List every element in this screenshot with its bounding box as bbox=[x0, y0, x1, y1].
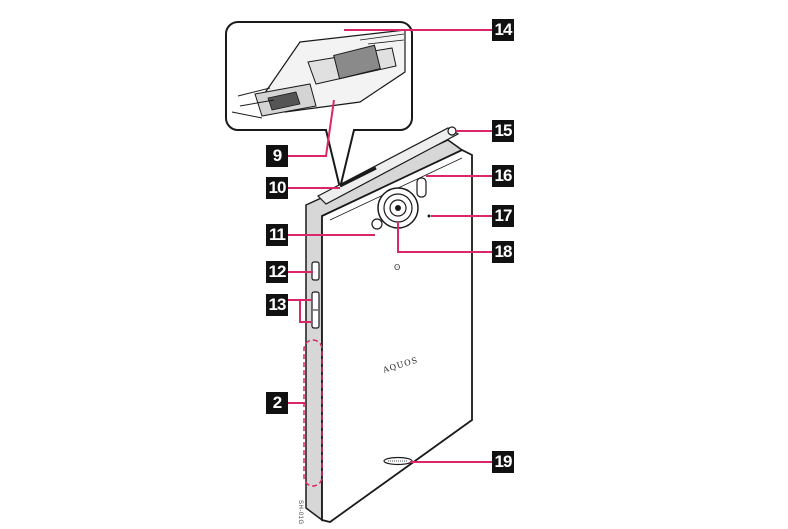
callout-18: 18 bbox=[492, 241, 514, 263]
leader-9 bbox=[288, 99, 335, 157]
callout-10: 10 bbox=[266, 177, 288, 199]
phone-body bbox=[305, 126, 473, 523]
callout-17: 17 bbox=[492, 205, 514, 227]
callout-15: 15 bbox=[492, 120, 514, 142]
svg-text:ʘ: ʘ bbox=[394, 263, 400, 272]
leader-18 bbox=[397, 222, 492, 253]
leader-lines bbox=[288, 29, 492, 463]
callout-12: 12 bbox=[266, 261, 288, 283]
callout-13: 13 bbox=[266, 294, 288, 316]
callout-19: 19 bbox=[492, 451, 514, 473]
callout-14: 14 bbox=[492, 19, 514, 41]
antenna-area bbox=[303, 339, 323, 487]
callout-16: 16 bbox=[492, 165, 514, 187]
side-buttons bbox=[311, 261, 320, 329]
callout-11: 11 bbox=[266, 224, 288, 246]
callout-9: 9 bbox=[266, 145, 288, 167]
leader-13b bbox=[299, 300, 312, 323]
speaker bbox=[383, 456, 413, 466]
callout-2: 2 bbox=[266, 392, 288, 414]
port-detail-inset bbox=[225, 21, 413, 189]
model-label: SH-01G bbox=[297, 500, 303, 525]
